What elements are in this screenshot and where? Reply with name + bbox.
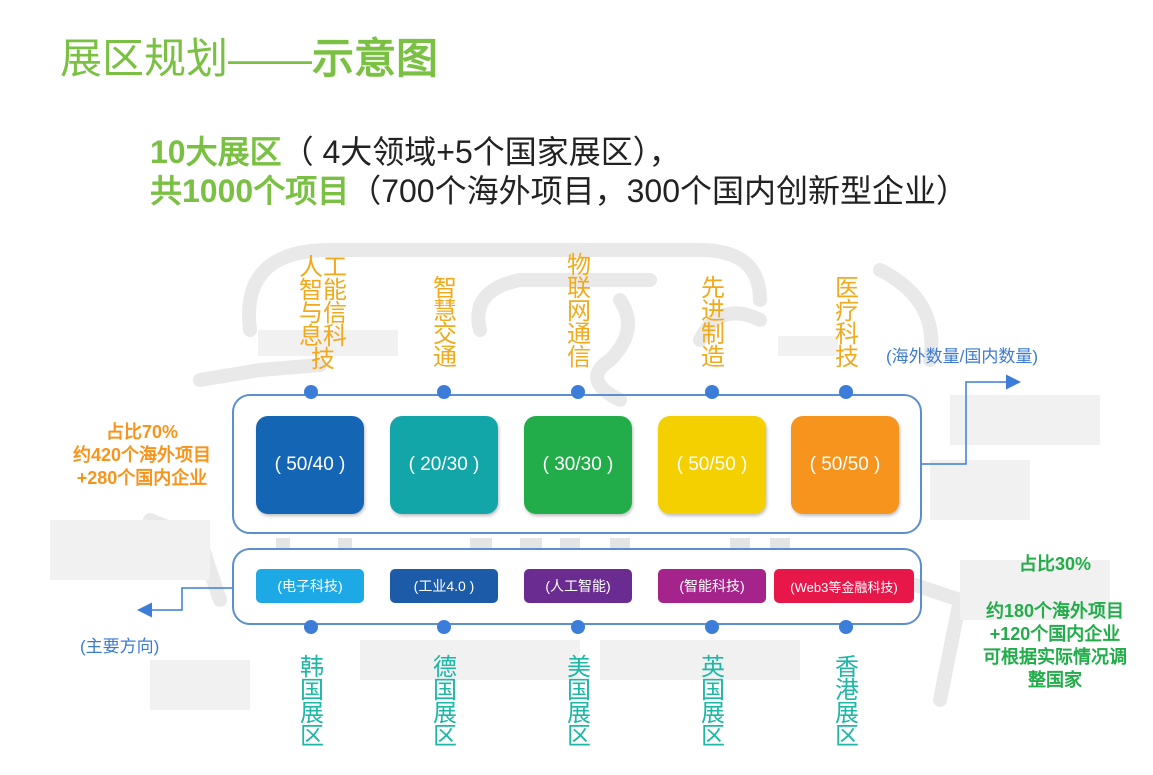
subtitle-line-2: 共1000个项目（700个海外项目，300个国内创新型企业）	[150, 173, 968, 209]
country-tag: (Web3等金融科技)	[774, 569, 914, 603]
connector-dot	[839, 385, 853, 399]
field-count-box: ( 30/30 )	[524, 416, 632, 514]
field-count-box: ( 50/40 )	[256, 416, 364, 514]
country-tag: (智能科技)	[658, 569, 766, 603]
country-tag: (电子科技)	[256, 569, 364, 603]
connector-dot	[304, 385, 318, 399]
connector-dot	[437, 620, 451, 634]
country-label: 香港展区	[835, 654, 859, 750]
country-tag: (工业4.0 )	[390, 569, 498, 603]
left-share-note: 占比70% 约420个海外项目 +280个国内企业	[72, 422, 212, 488]
count-format-label: (海外数量/国内数量)	[886, 347, 1039, 366]
country-label: 德国展区	[433, 654, 457, 750]
page-title: 展区规划——示意图	[60, 35, 439, 82]
country-label: 韩国展区	[300, 654, 324, 750]
field-label: 人工智能与信息科技	[299, 254, 347, 373]
field-label: 物联网通信	[567, 252, 591, 371]
connector-dot	[437, 385, 451, 399]
field-count-box: ( 50/50 )	[658, 416, 766, 514]
connector-dot	[571, 385, 585, 399]
field-count-box: ( 50/50 )	[791, 416, 899, 514]
connector-dot	[839, 620, 853, 634]
connector-dot	[705, 620, 719, 634]
right-share-note: 占比30% 约180个海外项目 +120个国内企业 可根据实际情况调 整国家	[983, 554, 1127, 690]
field-label: 先进制造	[701, 275, 725, 371]
field-label: 智慧交通	[433, 275, 457, 371]
connector-dot	[304, 620, 318, 634]
connector-dot	[571, 620, 585, 634]
field-count-box: ( 20/30 )	[390, 416, 498, 514]
main-direction-label: (主要方向)	[80, 637, 160, 656]
field-label: 医疗科技	[835, 275, 859, 371]
country-tag: (人工智能)	[524, 569, 632, 603]
country-label: 美国展区	[567, 654, 591, 750]
country-label: 英国展区	[701, 654, 725, 750]
subtitle-line-1: 10大展区（ 4大领域+5个国家展区），	[150, 134, 681, 170]
connector-dot	[705, 385, 719, 399]
